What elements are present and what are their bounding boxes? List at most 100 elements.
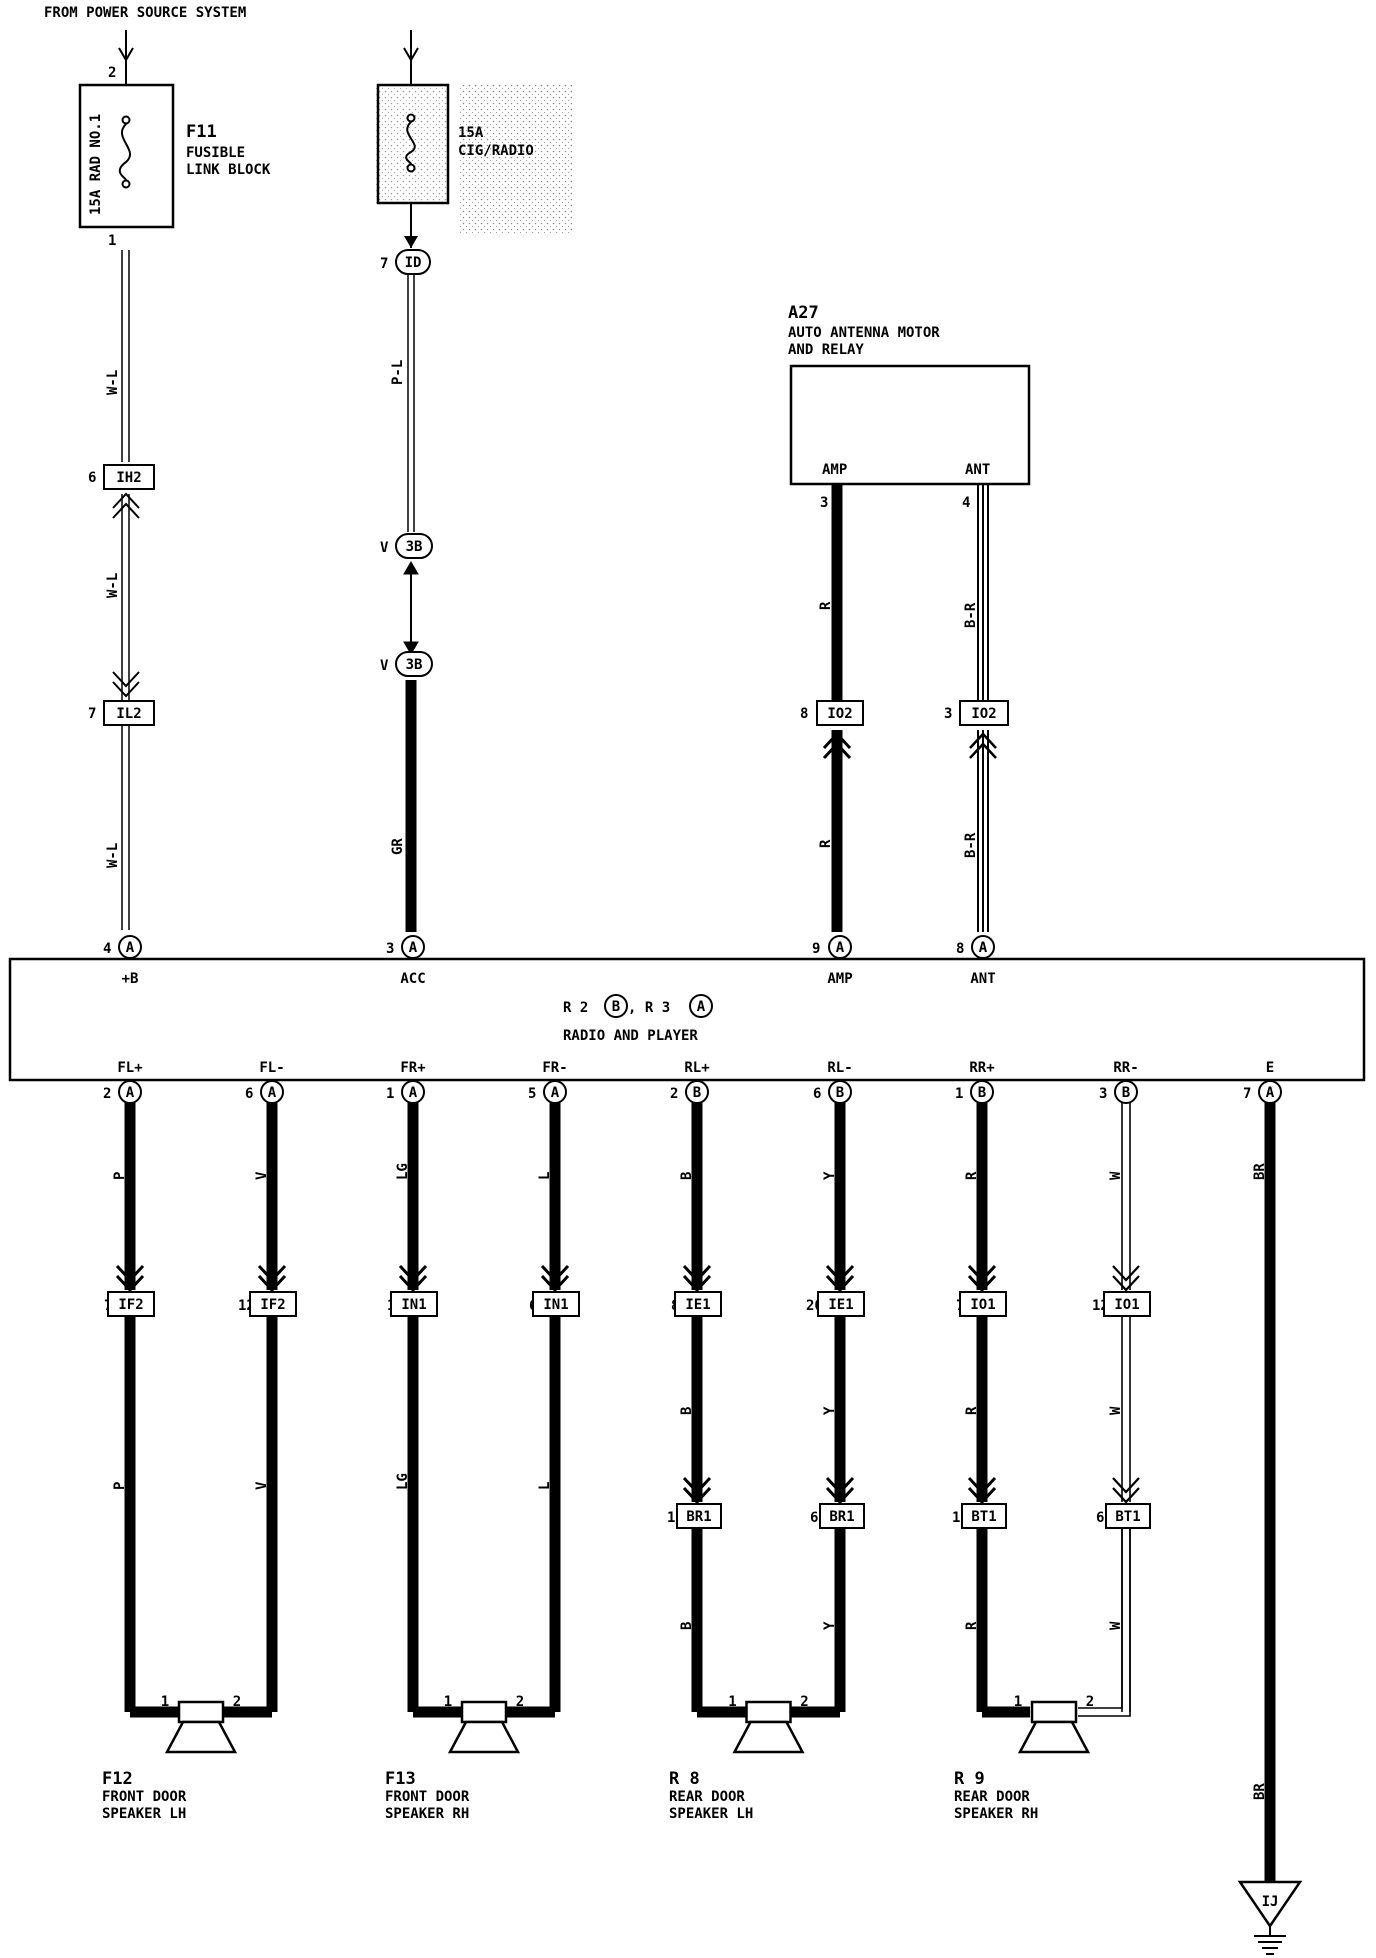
svg-text:ANT: ANT	[970, 971, 995, 987]
wire-label: L	[537, 1172, 553, 1180]
svg-text:IJ: IJ	[1262, 1894, 1279, 1910]
connector-arrow	[967, 1486, 997, 1505]
svg-text:9: 9	[812, 941, 820, 957]
svg-text:A: A	[836, 940, 845, 956]
connector-io1: 7IO1	[956, 1291, 1007, 1317]
connector-name: IF2	[118, 1297, 143, 1313]
speaker-pin: 1	[1014, 1694, 1022, 1710]
connector-name: IO1	[1114, 1297, 1139, 1313]
connector-arrow	[115, 1264, 145, 1283]
wire-label: BR	[1252, 1163, 1268, 1180]
wire-label: Y	[822, 1621, 838, 1630]
fuse-cig-radio	[376, 30, 572, 248]
speaker-id: R 8	[669, 1769, 700, 1789]
connector-arrow	[1112, 1487, 1140, 1504]
f11-id: F11	[186, 122, 217, 142]
wire-label: LG	[395, 1163, 411, 1180]
speaker-pin: 2	[516, 1694, 524, 1710]
connector-arrow	[540, 1274, 570, 1293]
svg-text:AMP: AMP	[827, 971, 852, 987]
connector-name: IE1	[685, 1297, 710, 1313]
svg-text:V: V	[380, 540, 389, 556]
terminal-pin: 5	[528, 1086, 536, 1102]
connector-arrow	[257, 1274, 287, 1293]
terminal-connector: B	[836, 1085, 844, 1101]
terminal-connector: A	[551, 1085, 560, 1101]
fuse-rad-no1: 2 15A RAD NO.1 1	[78, 30, 175, 249]
terminal-connector: A	[1266, 1085, 1275, 1101]
speaker-id: F12	[102, 1769, 133, 1789]
wire-label: BR	[1252, 1783, 1268, 1800]
connector-pin: 1	[667, 1510, 675, 1526]
wire-r-amp	[822, 485, 852, 932]
speaker-label: FRONT DOOR	[102, 1789, 187, 1805]
wire-label: W-L	[105, 573, 121, 598]
radio-terminal-amp: 9 A AMP	[812, 935, 853, 987]
radio-box	[8, 957, 1366, 1082]
wire-label: LG	[395, 1473, 411, 1490]
connector-br1: 1 BR1	[667, 1503, 722, 1529]
connector-arrow	[825, 1274, 855, 1293]
svg-text:1: 1	[108, 233, 116, 249]
speaker-label: REAR DOOR	[954, 1789, 1030, 1805]
connector-il2: 7 IL2	[88, 700, 155, 726]
connector-name: BR1	[829, 1509, 854, 1525]
terminal-label: RL+	[684, 1060, 709, 1076]
connector-id: 7 ID	[380, 249, 431, 275]
svg-text:3: 3	[944, 706, 952, 722]
connector-name: BT1	[971, 1509, 996, 1525]
wire-label: W-L	[105, 843, 121, 868]
wire-label: B-R	[963, 602, 979, 628]
wire-label: P	[112, 1172, 128, 1180]
svg-text:A: A	[409, 940, 418, 956]
connector-3b-top: V 3B	[380, 533, 433, 559]
wire-label: GR	[390, 838, 406, 855]
radio-name: RADIO AND PLAYER	[563, 1028, 698, 1044]
terminal-pin: 1	[386, 1086, 394, 1102]
connector-pin: 6	[810, 1510, 818, 1526]
wire-label: P	[112, 1482, 128, 1490]
connector-name: BR1	[686, 1509, 711, 1525]
svg-text:7: 7	[88, 706, 96, 722]
wire-label: W	[1108, 1406, 1124, 1415]
connector-ih2: 6 IH2	[88, 464, 155, 490]
wire-label: W	[1108, 1621, 1124, 1630]
speaker-pin: 1	[161, 1694, 169, 1710]
a27-amp-pin: 3	[820, 495, 828, 511]
terminal-connector: A	[268, 1085, 277, 1101]
connector-name: IN1	[543, 1297, 568, 1313]
terminal-label: RL-	[827, 1060, 852, 1076]
connector-if2: 7IF2	[104, 1291, 155, 1317]
connector-name: IF2	[260, 1297, 285, 1313]
connector-arrow	[825, 1476, 855, 1495]
a27-label-2: AND RELAY	[788, 342, 864, 358]
svg-text:IO2: IO2	[827, 706, 852, 722]
svg-text:8: 8	[800, 706, 808, 722]
terminal-connector: A	[409, 1085, 418, 1101]
svg-text:IH2: IH2	[116, 470, 141, 486]
connector-arrow	[682, 1264, 712, 1283]
svg-text:3B: 3B	[406, 539, 423, 555]
speaker-pin: 2	[1086, 1694, 1094, 1710]
terminal-connector: B	[978, 1085, 986, 1101]
terminal-pin: 6	[813, 1086, 821, 1102]
speaker-pin: 1	[728, 1694, 736, 1710]
connector-arrow	[967, 1274, 997, 1293]
wire-label: B	[679, 1172, 695, 1180]
connector-arrow	[682, 1486, 712, 1505]
wire-label: R	[964, 1171, 980, 1180]
fuse2-label-1: 15A	[458, 125, 484, 141]
connector-io2-ant: 3 IO2	[944, 700, 1009, 726]
terminal-label: E	[1266, 1060, 1274, 1076]
wire-label: P-L	[390, 360, 406, 385]
terminal-pin: 2	[103, 1086, 111, 1102]
